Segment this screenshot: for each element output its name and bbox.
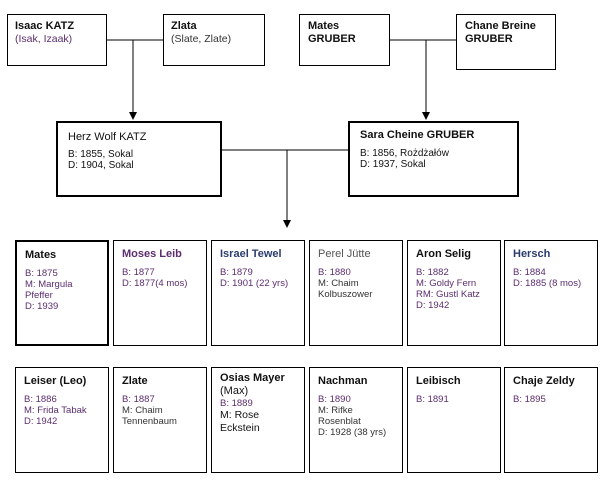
child-birth: B: 1884: [513, 267, 546, 278]
child-marriage: M: Rifke: [318, 405, 353, 416]
child-death: D: 1942: [24, 416, 58, 427]
child-name: Perel Jütte: [318, 248, 371, 260]
child-name: Aron Selig: [416, 248, 472, 260]
child-name-alias: (Max): [220, 385, 249, 397]
person-name: Isaac KATZ: [15, 20, 75, 32]
child-birth: B: 1890: [318, 394, 351, 405]
birth-info: B: 1856, Rożdżałów: [360, 148, 449, 159]
child-name: Leiser (Leo): [24, 375, 87, 387]
child-marriage: M: Chaim: [122, 405, 163, 416]
child-birth: B: 1879: [220, 267, 253, 278]
child-birth: B: 1882: [416, 267, 449, 278]
grandparent-chane-breine-gruber: Chane Breine GRUBER: [456, 14, 556, 70]
child-moses-leib: Moses Leib B: 1877 D: 1877(4 mos): [113, 240, 207, 346]
grandparent-isaac-katz: Isaac KATZ (Isak, Izaak): [7, 14, 107, 66]
child-birth: B: 1886: [24, 394, 57, 405]
child-marriage-cont: Pfeffer: [25, 290, 53, 301]
child-marriage: M: Rose Eckstein: [220, 409, 260, 434]
child-birth: B: 1895: [513, 394, 546, 405]
child-name: Leibisch: [416, 375, 461, 387]
child-name: Chaje Zeldy: [513, 375, 575, 387]
child-marriage-cont: Rosenblat: [318, 416, 361, 427]
person-name: Mates GRUBER: [308, 20, 356, 45]
child-death: D: 1942: [416, 300, 450, 311]
child-birth: B: 1889: [220, 398, 253, 409]
child-name: Israel Tewel: [220, 248, 282, 260]
child-birth: B: 1877: [122, 267, 155, 278]
person-name: Sara Cheine GRUBER: [360, 129, 475, 141]
child-marriage: M: Margula: [25, 279, 73, 290]
parent-sara-cheine-gruber: Sara Cheine GRUBER B: 1856, Rożdżałów D:…: [348, 121, 519, 197]
person-name: Zlata: [171, 20, 197, 32]
child-chaje-zeldy: Chaje Zeldy B: 1895: [504, 367, 598, 473]
child-name: Hersch: [513, 248, 551, 260]
child-name: Mates: [25, 249, 57, 261]
child-israel-tewel: Israel Tewel B: 1879 D: 1901 (22 yrs): [211, 240, 305, 346]
child-marriage-cont: Tennenbaum: [122, 416, 177, 427]
grandparent-zlata: Zlata (Slate, Zlate): [163, 14, 265, 66]
child-leibisch: Leibisch B: 1891: [407, 367, 501, 473]
child-marriage-cont: Kolbuszower: [318, 289, 373, 300]
birth-info: B: 1855, Sokal: [68, 149, 134, 160]
arrowhead-gruber: [422, 112, 430, 120]
arrowhead-katz: [129, 112, 137, 120]
arrowhead-children: [283, 220, 291, 228]
child-marriage: M: Goldy Fern: [416, 278, 477, 289]
child-name: Nachman: [318, 375, 368, 387]
death-info: D: 1904, Sokal: [68, 160, 134, 171]
alias: (Slate, Zlate): [171, 33, 232, 45]
child-death: D: 1928 (38 yrs): [318, 427, 387, 438]
child-death: D: 1885 (8 mos): [513, 278, 582, 289]
grandparent-mates-gruber: Mates GRUBER: [299, 14, 390, 66]
child-birth: B: 1875: [25, 268, 58, 279]
child-hersch: Hersch B: 1884 D: 1885 (8 mos): [504, 240, 598, 346]
parent-herz-wolf-katz: Herz Wolf KATZ B: 1855, Sokal D: 1904, S…: [56, 121, 222, 197]
person-name-line1: Chane Breine: [465, 20, 536, 32]
child-death: D: 1939: [25, 301, 59, 312]
child-death: D: 1901 (22 yrs): [220, 278, 289, 289]
child-aron-selig: Aron Selig B: 1882 M: Goldy Fern RM: Gus…: [407, 240, 501, 346]
child-osias-mayer: Osias Mayer (Max) B: 1889 M: Rose Eckste…: [211, 367, 305, 473]
child-birth: B: 1891: [416, 394, 449, 405]
child-remarriage: RM: Gustl Katz: [416, 289, 480, 300]
child-name: Moses Leib: [122, 248, 182, 260]
child-birth: B: 1887: [122, 394, 155, 405]
child-marriage: M: Chaim: [318, 278, 359, 289]
alias: (Isak, Izaak): [15, 33, 73, 45]
child-birth: B: 1880: [318, 267, 351, 278]
child-zlate: Zlate B: 1887 M: Chaim Tennenbaum: [113, 367, 207, 473]
child-mates: Mates B: 1875 M: Margula Pfeffer D: 1939: [15, 240, 109, 346]
child-name: Zlate: [122, 375, 148, 387]
child-name: Osias Mayer: [220, 372, 285, 384]
child-marriage: M: Frida Tabak: [24, 405, 87, 416]
child-perel-jutte: Perel Jütte B: 1880 M: Chaim Kolbuszower: [309, 240, 403, 346]
child-leiser-leo: Leiser (Leo) B: 1886 M: Frida Tabak D: 1…: [15, 367, 109, 473]
death-info: D: 1937, Sokal: [360, 159, 426, 170]
child-death: D: 1877(4 mos): [122, 278, 188, 289]
person-name: Herz Wolf KATZ: [68, 131, 147, 143]
person-name-line2: GRUBER: [465, 33, 513, 45]
child-nachman: Nachman B: 1890 M: Rifke Rosenblat D: 19…: [309, 367, 403, 473]
